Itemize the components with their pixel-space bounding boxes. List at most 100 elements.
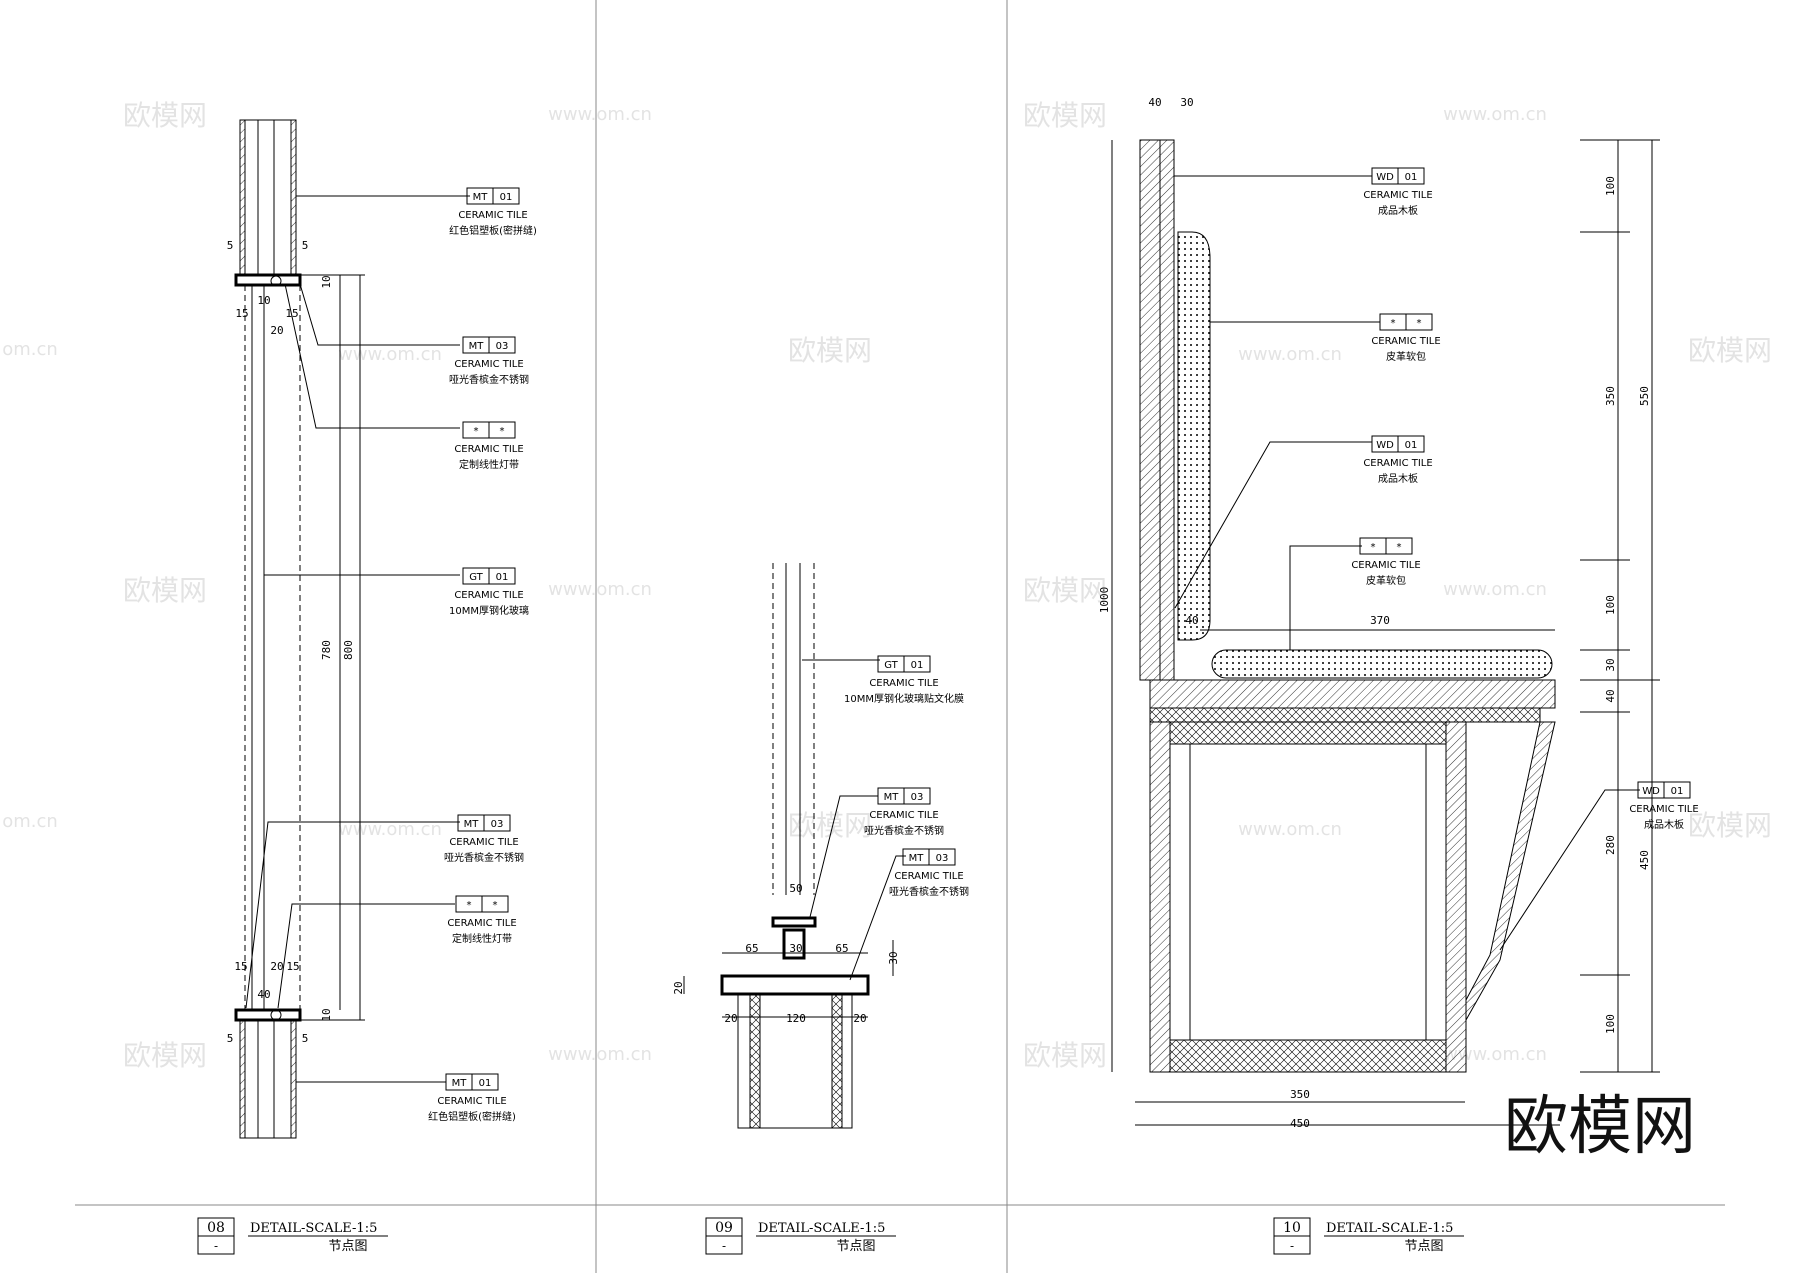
dimension-text: 5: [302, 1032, 309, 1045]
tag-code: WD: [1376, 440, 1394, 451]
dimension-text: 5: [227, 1032, 234, 1045]
tag-note: 皮革软包: [1366, 574, 1406, 587]
dimension-text: 100: [1604, 595, 1617, 615]
dimension-text: 800: [342, 640, 355, 660]
dimension-text: 30: [1180, 96, 1193, 109]
detail-scale: DETAIL-SCALE-1:5: [1326, 1221, 1453, 1236]
dimension-text: 5: [302, 239, 309, 252]
tag-title: CERAMIC TILE: [1363, 458, 1432, 469]
dimension-text: 350: [1604, 386, 1617, 406]
tag-code: MT: [469, 341, 485, 352]
detail-caption: 节点图: [328, 1239, 367, 1254]
tag-number: 01: [479, 1078, 492, 1089]
tag-code: *: [467, 900, 472, 911]
tag-code: GT: [884, 660, 898, 671]
tag-title: CERAMIC TILE: [1363, 190, 1432, 201]
tag-note: 成品木板: [1378, 472, 1418, 485]
dimension-text: 65: [835, 942, 848, 955]
dimension-text: 1000: [1098, 587, 1111, 614]
tag-title: CERAMIC TILE: [449, 837, 518, 848]
dimension-text: 15: [286, 960, 299, 973]
detail-08: [234, 119, 470, 1139]
watermark: 欧模网: [1688, 809, 1772, 842]
watermark-layer: 欧模网 www.om.cn 欧模网 www.om.cn www.om.cn 欧模网 www.…: [2, 99, 1772, 1072]
tag-code: *: [1391, 318, 1396, 329]
detail-scale: DETAIL-SCALE-1:5: [250, 1221, 377, 1236]
tag-note: 哑光香槟金不锈钢: [864, 824, 944, 837]
dimension-text: 120: [786, 1012, 806, 1025]
tag-title: CERAMIC TILE: [1629, 804, 1698, 815]
watermark: www.om.cn: [338, 344, 442, 365]
tag-note: 10MM厚钢化玻璃贴文化膜: [844, 692, 964, 705]
tag-code: *: [1371, 542, 1376, 553]
watermark: 欧模网: [123, 1039, 207, 1072]
watermark: www.om.cn: [338, 819, 442, 840]
dimension-text: 15: [235, 307, 248, 320]
watermark: www.om.cn: [1443, 1044, 1547, 1065]
tag-title: CERAMIC TILE: [458, 210, 527, 221]
tag-number: *: [1417, 318, 1422, 329]
dimension-text: 10: [320, 1008, 333, 1021]
tag-title: CERAMIC TILE: [454, 359, 523, 370]
tag-code: MT: [909, 853, 925, 864]
tag-note: 成品木板: [1378, 204, 1418, 217]
dimension-text: 550: [1638, 386, 1651, 406]
tag-note: 皮革软包: [1386, 350, 1426, 363]
tag-note: 红色铝塑板(密拼缝): [449, 224, 537, 237]
tag-note: 哑光香槟金不锈钢: [444, 851, 524, 864]
dimension-text: 15: [285, 307, 298, 320]
tag-code: *: [474, 426, 479, 437]
dimension-text: 10: [257, 294, 270, 307]
tag-code: MT: [452, 1078, 468, 1089]
dimension-text: 30: [789, 942, 802, 955]
tag-title: CERAMIC TILE: [454, 590, 523, 601]
detail-number: 08: [207, 1220, 225, 1236]
detail-number: 10: [1283, 1220, 1301, 1236]
tag-number: 01: [500, 192, 513, 203]
tag-title: CERAMIC TILE: [437, 1096, 506, 1107]
tag-note: 定制线性灯带: [452, 932, 512, 945]
dimension-text: 280: [1604, 835, 1617, 855]
watermark: 欧模网: [123, 574, 207, 607]
tag-code: WD: [1376, 172, 1394, 183]
watermark: om.cn: [2, 811, 58, 832]
dimension-text: 350: [1290, 1088, 1310, 1101]
watermark: www.om.cn: [1443, 104, 1547, 125]
dimension-text: 20: [853, 1012, 866, 1025]
dimension-text: 65: [745, 942, 758, 955]
watermark: om.cn: [2, 339, 58, 360]
detail-title-block: 08 - DETAIL-SCALE-1:5 节点图: [197, 1217, 388, 1255]
detail-sheet-ref: -: [214, 1239, 218, 1253]
tag-code: MT: [884, 792, 900, 803]
tag-title: CERAMIC TILE: [869, 810, 938, 821]
dimension-text: 40: [1185, 614, 1198, 627]
tag-number: *: [500, 426, 505, 437]
tag-number: *: [1397, 542, 1402, 553]
detail-09: [683, 563, 906, 1129]
site-logo: 欧模网: [1504, 1090, 1696, 1164]
detail-sheet-ref: -: [722, 1239, 726, 1253]
tag-title: CERAMIC TILE: [447, 918, 516, 929]
watermark: www.om.cn: [1238, 344, 1342, 365]
tag-note: 10MM厚钢化玻璃: [449, 604, 529, 617]
tag-note: 红色铝塑板(密拼缝): [428, 1110, 516, 1123]
dimension-text: 30: [1604, 658, 1617, 671]
watermark: www.om.cn: [548, 579, 652, 600]
watermark: 欧模网: [1023, 99, 1107, 132]
tag-number: *: [493, 900, 498, 911]
watermark: 欧模网: [1688, 334, 1772, 367]
tag-number: 03: [911, 792, 924, 803]
detail-sheet-ref: -: [1290, 1239, 1294, 1253]
dimension-text: 40: [1148, 96, 1161, 109]
tag-number: 01: [1671, 786, 1684, 797]
tag-number: 01: [496, 572, 509, 583]
